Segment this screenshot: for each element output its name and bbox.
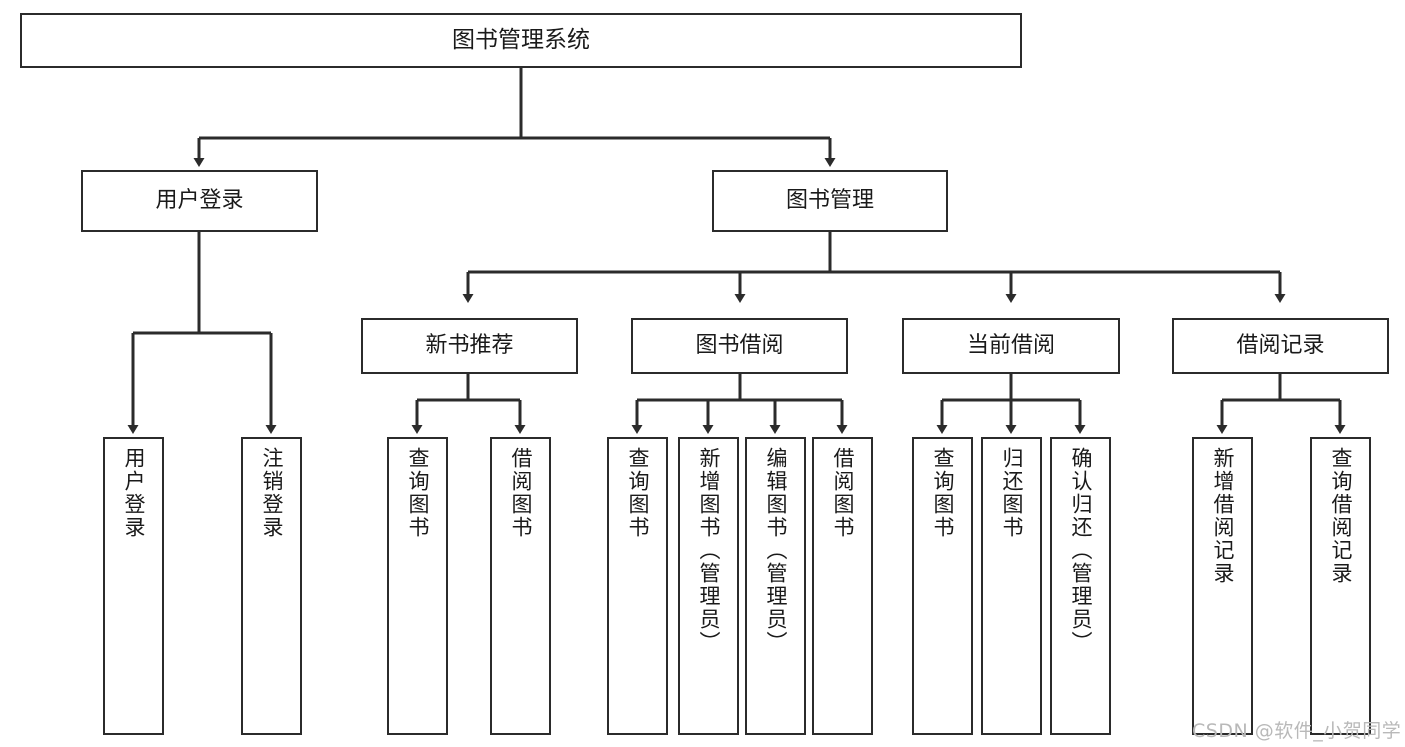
node-new-book-recommend-label: 新书推荐 [425, 333, 514, 359]
node-leaf-query-book-3[interactable]: 查询图书 [912, 437, 973, 735]
node-new-book-recommend[interactable]: 新书推荐 [361, 318, 578, 374]
node-book-manage-label: 图书管理 [785, 188, 874, 214]
node-leaf-query-record-label: 查询借阅记录 [1329, 447, 1353, 585]
node-root-system-label: 图书管理系统 [452, 26, 590, 53]
node-book-borrow[interactable]: 图书借阅 [631, 318, 848, 374]
node-leaf-user-login[interactable]: 用户登录 [103, 437, 164, 735]
node-leaf-add-record-label: 新增借阅记录 [1211, 447, 1235, 585]
node-leaf-add-book[interactable]: 新增图书（管理员） [678, 437, 739, 735]
node-user-login[interactable]: 用户登录 [81, 170, 318, 232]
node-current-borrow[interactable]: 当前借阅 [902, 318, 1120, 374]
node-leaf-add-record[interactable]: 新增借阅记录 [1192, 437, 1253, 735]
node-leaf-add-book-label: 新增图书（管理员） [697, 447, 721, 654]
node-leaf-borrow-book-1[interactable]: 借阅图书 [490, 437, 551, 735]
node-book-manage[interactable]: 图书管理 [712, 170, 948, 232]
node-leaf-query-book-3-label: 查询图书 [931, 447, 955, 539]
node-leaf-return-book[interactable]: 归还图书 [981, 437, 1042, 735]
node-borrow-record-label: 借阅记录 [1236, 333, 1325, 359]
node-leaf-borrow-book-2-label: 借阅图书 [831, 447, 855, 539]
node-leaf-edit-book[interactable]: 编辑图书（管理员） [745, 437, 806, 735]
node-leaf-logout-login-label: 注销登录 [260, 447, 284, 539]
node-book-borrow-label: 图书借阅 [695, 333, 784, 359]
node-leaf-edit-book-label: 编辑图书（管理员） [764, 447, 788, 654]
node-current-borrow-label: 当前借阅 [966, 333, 1055, 359]
node-leaf-confirm-return[interactable]: 确认归还（管理员） [1050, 437, 1111, 735]
node-leaf-user-login-label: 用户登录 [122, 447, 146, 539]
node-user-login-label: 用户登录 [155, 188, 244, 214]
node-leaf-borrow-book-1-label: 借阅图书 [509, 447, 533, 539]
node-leaf-query-book-2[interactable]: 查询图书 [607, 437, 668, 735]
node-leaf-logout-login[interactable]: 注销登录 [241, 437, 302, 735]
node-leaf-return-book-label: 归还图书 [1000, 447, 1024, 539]
node-leaf-query-book-2-label: 查询图书 [626, 447, 650, 539]
node-leaf-borrow-book-2[interactable]: 借阅图书 [812, 437, 873, 735]
node-leaf-query-book-1[interactable]: 查询图书 [387, 437, 448, 735]
csdn-watermark: CSDN @软件_小贺同学 [1192, 720, 1402, 742]
node-leaf-query-book-1-label: 查询图书 [406, 447, 430, 539]
node-leaf-confirm-return-label: 确认归还（管理员） [1069, 447, 1093, 654]
node-root-system[interactable]: 图书管理系统 [20, 13, 1022, 68]
node-borrow-record[interactable]: 借阅记录 [1172, 318, 1389, 374]
node-leaf-query-record[interactable]: 查询借阅记录 [1310, 437, 1371, 735]
